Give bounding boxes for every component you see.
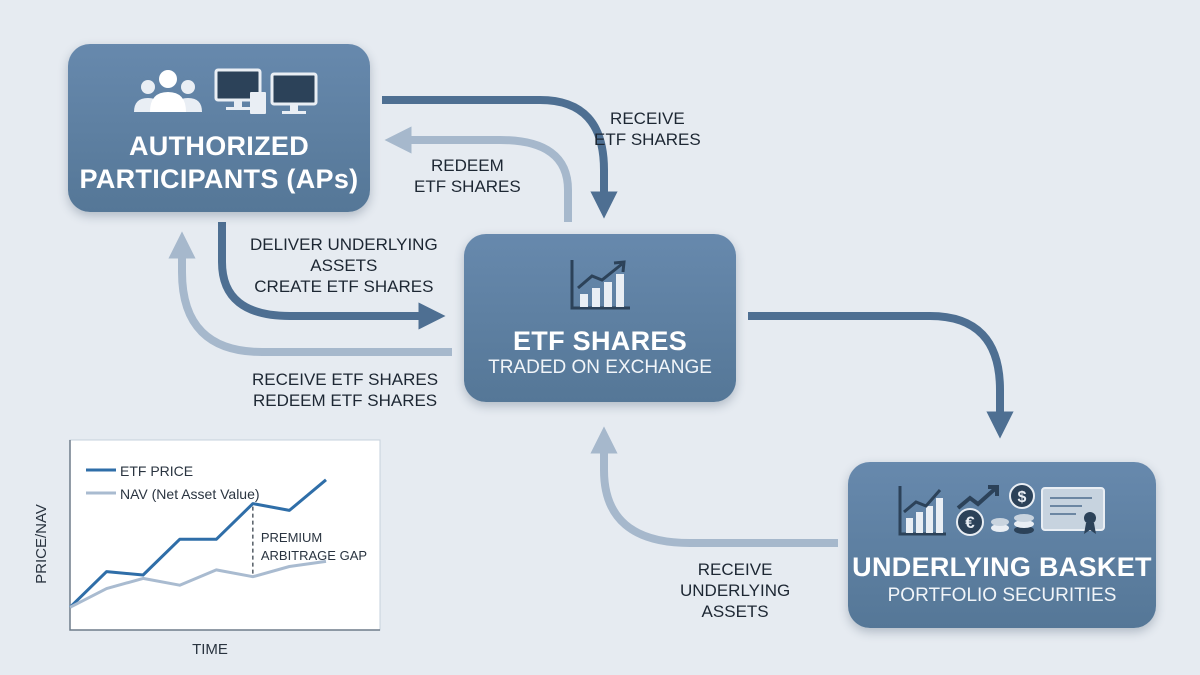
etf-shares-title: ETF SHARES	[512, 326, 688, 356]
arrow-etf-to-basket	[748, 312, 1014, 439]
annotation-premium: PREMIUM	[261, 530, 322, 545]
arrow-redeem-etf-shares	[384, 126, 572, 222]
arrow-receive-etf-shares	[382, 96, 618, 219]
svg-text:$: $	[1018, 489, 1027, 506]
certificate-icon	[1041, 487, 1105, 534]
series-nav-line	[69, 559, 327, 609]
bar-chart-icon	[898, 486, 946, 536]
arrow-receive-underlying	[590, 426, 838, 547]
plot-area	[69, 439, 381, 631]
label-receive-underlying: RECEIVE UNDERLYING ASSETS	[680, 560, 791, 621]
people-icon	[134, 70, 202, 112]
authorized-participants-title: AUTHORIZED PARTICIPANTS (APs)	[79, 131, 359, 194]
premium-chart: ETF PRICE NAV (Net Asset Value) PREMIUM …	[33, 439, 381, 658]
etf-shares-subtitle: TRADED ON EXCHANGE	[488, 357, 712, 378]
arrow-deliver-create	[218, 222, 446, 330]
legend-label-nav: NAV (Net Asset Value)	[120, 486, 260, 502]
arrow-receive-redeem	[168, 231, 452, 356]
monitor-icon	[270, 72, 318, 114]
label-receive-redeem: RECEIVE ETF SHARES REDEEM ETF SHARES	[252, 370, 439, 410]
securities-icons: € $	[898, 483, 1105, 536]
svg-text:€: €	[965, 513, 975, 532]
euro-growth-icon: €	[956, 485, 999, 536]
growth-chart-icon	[570, 260, 630, 310]
underlying-basket-title: UNDERLYING BASKET	[852, 552, 1152, 582]
participants-icons	[134, 68, 318, 114]
axes	[69, 440, 380, 631]
underlying-basket-box: € $ UNDERLYING BASKET PORTFOLIO SECURITI…	[848, 462, 1156, 628]
annotation-arbitrage-gap: ARBITRAGE GAP	[261, 548, 367, 563]
legend: ETF PRICE NAV (Net Asset Value)	[86, 463, 260, 502]
monitor-icon	[214, 68, 266, 114]
series-etf-price-line	[68, 478, 327, 609]
etf-shares-box: ETF SHARES TRADED ON EXCHANGE	[464, 234, 736, 402]
coins-dollar-icon: $	[991, 483, 1035, 534]
label-deliver-create: DELIVER UNDERLYING ASSETS CREATE ETF SHA…	[250, 235, 438, 296]
underlying-basket-subtitle: PORTFOLIO SECURITIES	[887, 585, 1117, 606]
legend-label-etf-price: ETF PRICE	[120, 463, 193, 479]
label-receive-etf-shares: RECEIVE ETF SHARES	[594, 109, 701, 149]
y-axis-label: PRICE/NAV	[33, 504, 50, 584]
x-axis-label: TIME	[192, 641, 228, 658]
label-redeem-etf-shares: REDEEM ETF SHARES	[414, 156, 521, 196]
authorized-participants-box: AUTHORIZED PARTICIPANTS (APs)	[68, 44, 370, 212]
premium-chart-panel: ETF PRICE NAV (Net Asset Value) PREMIUM …	[16, 436, 382, 662]
